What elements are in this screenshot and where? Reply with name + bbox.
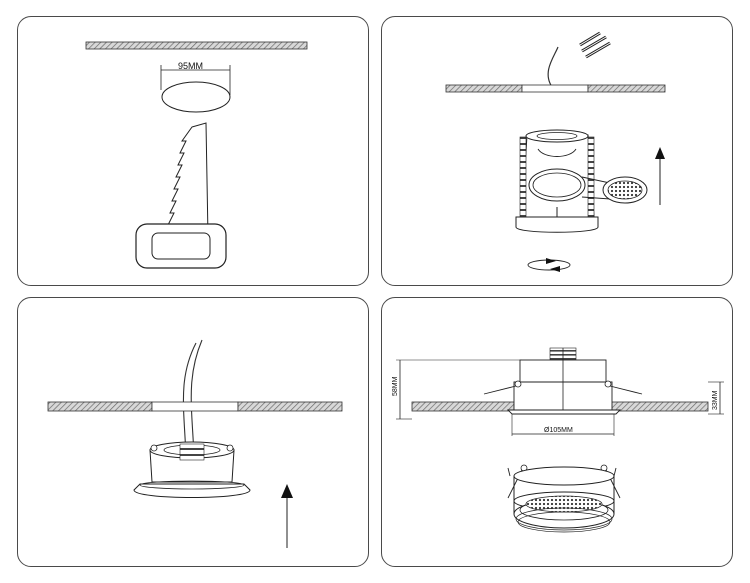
trim-height-label: 33MM [712, 390, 719, 410]
lens-detail-callout [581, 176, 648, 204]
step-1-panel: 95MM [17, 16, 369, 286]
insert-up-arrow-icon [655, 147, 665, 205]
saw-icon [135, 122, 227, 269]
cutout-hole [161, 81, 231, 113]
total-height-label: 58MM [392, 376, 399, 396]
ceiling-board [445, 84, 666, 93]
step-2-illustration [445, 31, 666, 272]
step-4-illustration: 58MM Ø105MM 33MM [392, 347, 724, 533]
step-4-panel: 58MM Ø105MM 33MM [381, 297, 733, 567]
step-2-panel [381, 16, 733, 286]
power-cable [182, 339, 203, 457]
step-3-panel [17, 297, 369, 567]
step-3-illustration [47, 339, 343, 548]
downlight-fixture [515, 129, 599, 233]
ceiling-board [85, 41, 308, 50]
power-cable [547, 46, 559, 88]
ceiling-board [47, 401, 343, 412]
step-1-illustration: 95MM [85, 41, 308, 269]
rotate-arrows-icon [527, 258, 571, 272]
terminal-connector-icon [579, 31, 611, 59]
downlight-side-view [483, 347, 643, 415]
downlight-fixture [133, 441, 251, 498]
diameter-label: Ø105MM [544, 427, 573, 434]
cutout-diameter-label: 95MM [178, 61, 203, 71]
push-up-arrow-icon [281, 484, 293, 548]
downlight-front-view [507, 464, 621, 533]
